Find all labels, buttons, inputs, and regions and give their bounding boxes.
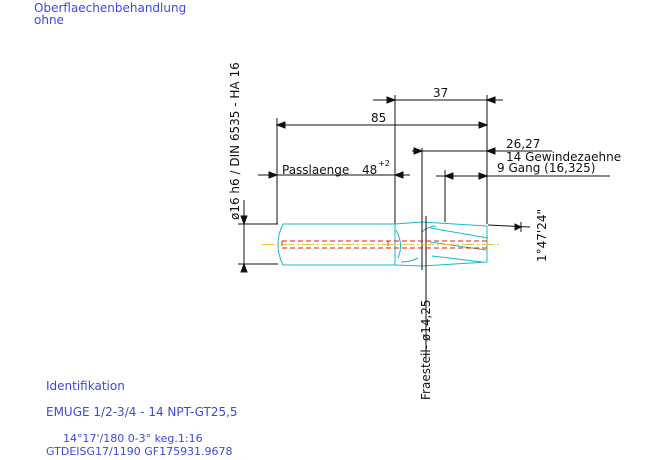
dim-26-27	[412, 147, 506, 224]
shank-diameter-dimension	[238, 200, 278, 273]
mill-diameter-label: Fraesteil- ø14,25	[419, 299, 433, 400]
ident-heading: Identifikation	[46, 379, 125, 393]
dim-thread-length	[373, 95, 503, 224]
taper-angle-text: 1°47'24"	[535, 209, 549, 262]
ident-tool: EMUGE 1/2-3/4 - 14 NPT-GT25,5	[46, 405, 238, 419]
gang-text: 9 Gang (16,325)	[497, 161, 596, 175]
teeth-text: 14 Gewindezaehne	[506, 150, 621, 164]
passlaenge-tolerance: +2	[378, 159, 390, 168]
ident-line2: GTDEISG17/1190 GF175931.9678	[46, 445, 233, 458]
dim-passlaenge	[258, 171, 410, 179]
shank-spec-label: ø16 h6 / DIN 6535 - HA 16	[228, 62, 242, 220]
surface-title: Oberflaechenbehandlung	[34, 1, 186, 15]
passlaenge-value: 48	[362, 163, 377, 177]
mill-boundary	[421, 216, 427, 270]
passlaenge-text: Passlaenge	[282, 163, 349, 177]
ident-line1: 14°17'/180 0-3° keg.1:16	[63, 432, 203, 445]
dim-overall-text: 85	[371, 111, 386, 125]
tool-outline	[277, 221, 489, 267]
surface-value: ohne	[34, 13, 64, 27]
dim-thread-text: 37	[433, 86, 448, 100]
dim-gang	[436, 170, 610, 222]
dim-26-27-text: 26,27	[506, 137, 540, 151]
taper-angle-indicator	[487, 222, 531, 232]
